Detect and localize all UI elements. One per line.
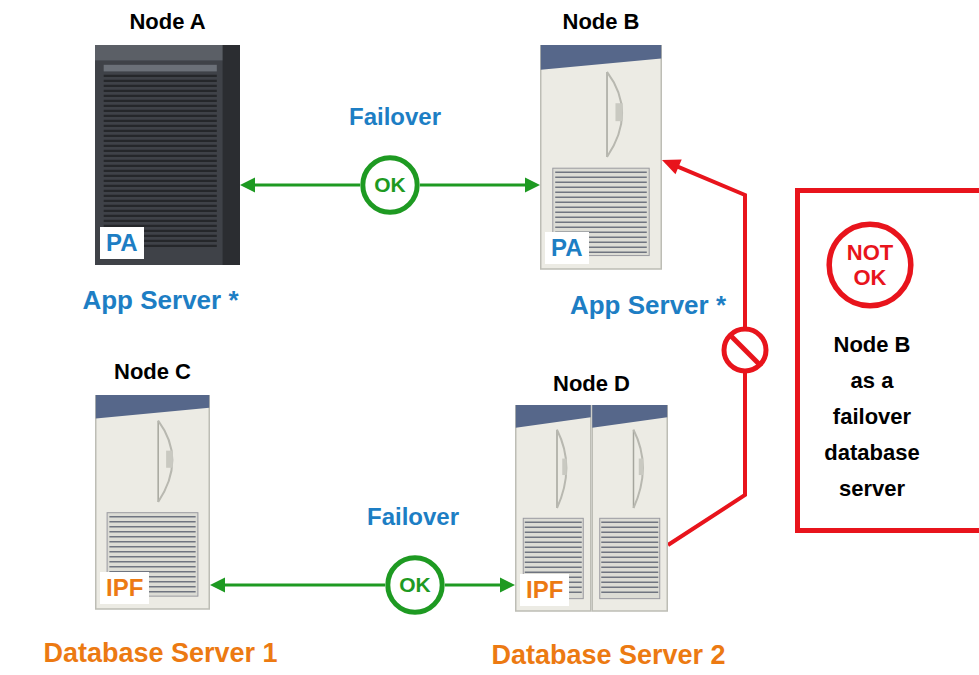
circle-ring: [829, 224, 911, 306]
callout-box: Node B as a failover database server NOT …: [795, 188, 979, 533]
link-label: Failover: [349, 102, 441, 132]
arrow-head: [500, 578, 515, 593]
circle-ring: [363, 158, 417, 212]
status-circle: OK: [360, 155, 420, 215]
failover-arrow: [445, 578, 515, 593]
server-role: Database Server 1: [43, 638, 277, 669]
failover-arrow: [210, 578, 385, 593]
server-node: Node BPAApp Server *: [540, 45, 662, 270]
status-text: NOT OK: [842, 240, 898, 290]
arrow-head: [525, 178, 540, 193]
platform-badge: IPF: [100, 572, 149, 604]
connector-line: [420, 184, 528, 187]
server-role: App Server *: [82, 285, 238, 315]
node-heading: Node C: [114, 359, 191, 385]
platform-badge: PA: [100, 227, 144, 259]
platform-badge: PA: [545, 232, 589, 264]
server-node: Node DIPFDatabase Server 2: [515, 405, 668, 612]
platform-badge: IPF: [520, 574, 569, 606]
failover-arrow: [420, 178, 540, 193]
node-heading: Node A: [129, 9, 205, 35]
status-text: OK: [399, 573, 431, 597]
prohibition-circle: [724, 329, 766, 371]
status-text: OK: [374, 173, 406, 197]
callout-text: Node B as a failover database server: [822, 327, 922, 507]
node-heading: Node D: [553, 371, 630, 397]
link-label: Failover: [367, 502, 459, 532]
arrow-head: [662, 160, 682, 175]
connector-line: [222, 584, 385, 587]
arrow-head: [210, 578, 225, 593]
circle-ring: [388, 558, 442, 612]
server-role: Database Server 2: [491, 640, 725, 671]
connector-line: [445, 584, 503, 587]
status-circle: OK: [385, 555, 445, 615]
server-node: Node CIPFDatabase Server 1: [95, 395, 210, 610]
arrow-head: [240, 178, 255, 193]
status-circle: NOT OK: [826, 221, 914, 309]
connector-line: [252, 184, 360, 187]
server-role: App Server *: [570, 290, 726, 320]
prohibition-slash: [731, 336, 759, 364]
server-node: Node APAApp Server *: [95, 45, 240, 265]
node-heading: Node B: [563, 9, 640, 35]
failover-arrow: [240, 178, 360, 193]
